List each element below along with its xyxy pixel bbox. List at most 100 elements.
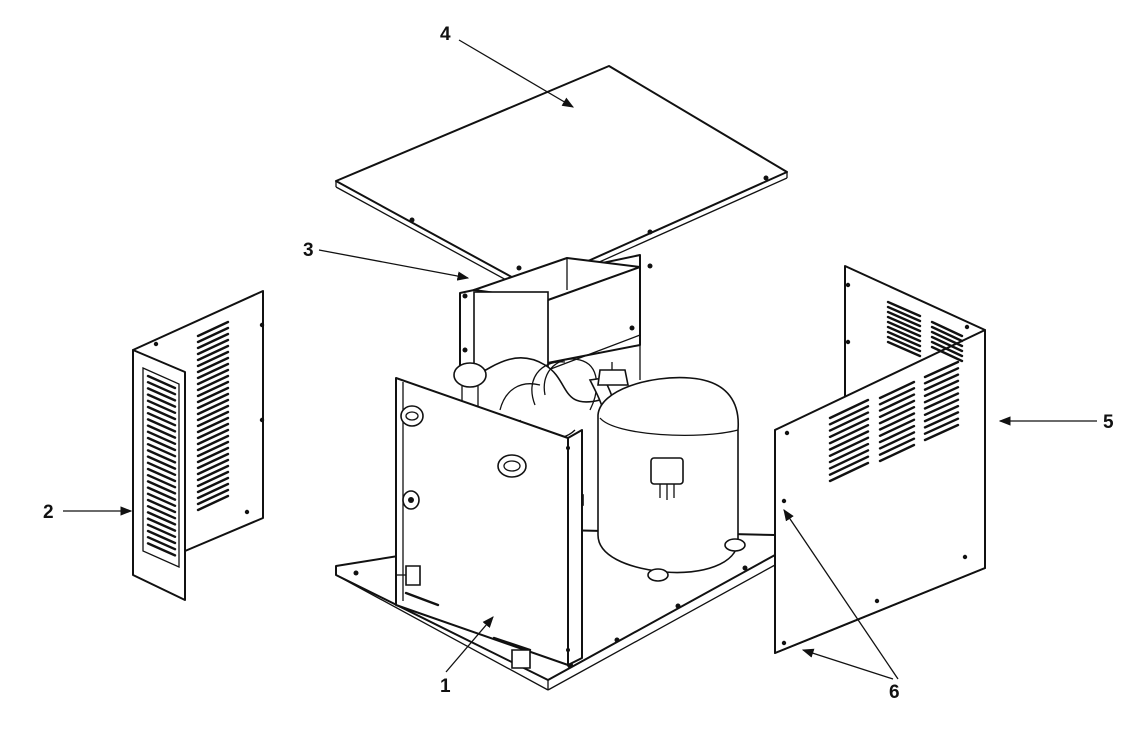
louver-slot [196,440,230,458]
louver-slot [196,428,230,446]
louver-slot [146,381,177,396]
louver-slot [146,393,177,408]
louver-slot [828,436,870,457]
louver-slot [886,320,922,338]
louver-slot [886,330,922,348]
louver-slot [196,470,230,488]
louver-slot [923,404,960,423]
callout-1: 1 [440,676,451,697]
louver-slot [878,406,916,425]
louver-slot [196,386,230,404]
leader-6b [801,648,894,680]
louver-slot [146,461,177,476]
louver-slot [886,305,922,323]
louver-slot [828,430,870,451]
louver-slot [886,325,922,343]
louver-slot [196,392,230,410]
louver-slot [923,373,960,391]
louver-slot [828,442,870,464]
louver-slot [878,412,916,431]
left-panel-louvers [146,320,230,557]
louver-slot [930,345,964,363]
louver-slot [146,523,177,538]
louver-slot [146,449,177,464]
louver-slot [146,486,177,501]
louver-slot [923,367,960,385]
louver-slot [146,387,177,402]
louver-slot [196,398,230,416]
louver-slot [923,392,960,410]
louver-slot [146,418,177,433]
louver-slot [196,404,230,422]
louver-slot [196,320,230,338]
louver-slot [146,536,177,551]
service-panel [395,377,583,669]
callout-3: 3 [303,240,314,261]
louver-slot [878,393,916,412]
louver-slot [196,368,230,386]
louver-slot [828,405,870,426]
louver-slot [196,446,230,464]
louver-slot [196,326,230,344]
louver-slot [196,434,230,452]
louver-slot [196,494,230,512]
right-panel-louvers [828,300,964,483]
louver-slot [878,418,916,437]
louver-slot [923,386,960,404]
leader-3 [318,249,470,281]
louver-slot [196,416,230,434]
louver-slot [923,379,960,398]
louver-slot [886,340,922,358]
leader-6a [783,509,899,680]
louver-slot [828,411,870,432]
louver-slot [196,464,230,482]
louver-slot [146,480,177,495]
louver-slot [930,335,964,353]
louver-slot [146,542,177,557]
louver-slot [146,424,177,439]
louver-slot [923,398,960,416]
condenser-housing [459,254,653,381]
louver-slot [886,310,922,328]
louver-slot [196,332,230,350]
louver-slot [923,411,960,429]
louver-slot [196,380,230,398]
left-side-panel [132,290,265,601]
leader-1 [445,616,494,673]
louver-slot [146,405,177,421]
louver-slot [878,431,916,450]
louver-slot [146,474,177,489]
louver-slot [146,430,177,445]
louver-slot [196,338,230,356]
louver-slot [146,436,177,452]
louver-slot [878,424,916,444]
louver-slot [828,424,870,445]
louver-slot [146,467,177,483]
louver-slot [196,452,230,470]
louver-slot [196,458,230,476]
louver-slot [196,422,230,440]
louver-slot [146,498,177,514]
leader-lines [63,39,1097,680]
louver-slot [930,320,964,338]
louver-slot [886,315,922,333]
callout-5: 5 [1103,412,1114,433]
louver-slot [828,398,870,420]
callout-6: 6 [889,682,900,703]
louver-slot [828,449,870,470]
louver-slot [196,374,230,392]
louver-slot [196,476,230,494]
louver-slot [886,335,922,353]
leader-4 [458,39,575,108]
louver-slot [146,412,177,427]
louver-slot [930,330,964,348]
louver-slot [196,356,230,374]
louver-slot [923,360,960,379]
louver-slot [196,488,230,506]
louver-slot [146,374,177,390]
louver-slot [146,511,177,526]
refrigeration-components [453,345,746,582]
louver-slot [878,437,916,456]
louver-slot [923,423,960,442]
